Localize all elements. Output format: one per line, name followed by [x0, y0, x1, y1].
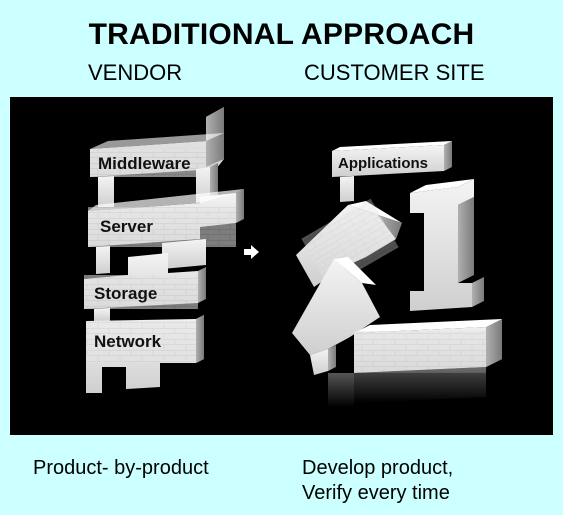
server-block: Server — [88, 189, 244, 247]
applications-label: Applications — [338, 155, 428, 172]
right-arrow-icon — [244, 245, 259, 259]
network-label: Network — [94, 332, 162, 351]
base-slab-block — [354, 319, 502, 373]
middleware-block: Middleware — [90, 107, 224, 177]
storage-block: Storage — [84, 253, 206, 309]
middleware-label: Middleware — [98, 154, 191, 173]
customer-site-heading: CUSTOMER SITE — [304, 60, 485, 85]
slide-title: TRADITIONAL APPROACH — [88, 18, 475, 51]
applications-block: Applications — [332, 141, 452, 177]
vendor-caption: Product- by-product — [33, 457, 209, 479]
vendor-heading: VENDOR — [88, 60, 183, 85]
server-label: Server — [100, 217, 153, 236]
illustration-panel: Middleware Server Storage — [10, 97, 553, 435]
tilted-block-upper — [296, 198, 402, 288]
blocks-illustration: Middleware Server Storage — [84, 107, 502, 407]
network-block: Network — [86, 315, 204, 393]
customer-caption-line-1: Develop product, — [302, 457, 454, 479]
customer-caption-line-2: Verify every time — [302, 482, 450, 504]
storage-label: Storage — [94, 284, 157, 303]
customer-caption: Develop product, Verify every time — [302, 456, 453, 506]
tall-i-beam-block — [410, 179, 484, 311]
